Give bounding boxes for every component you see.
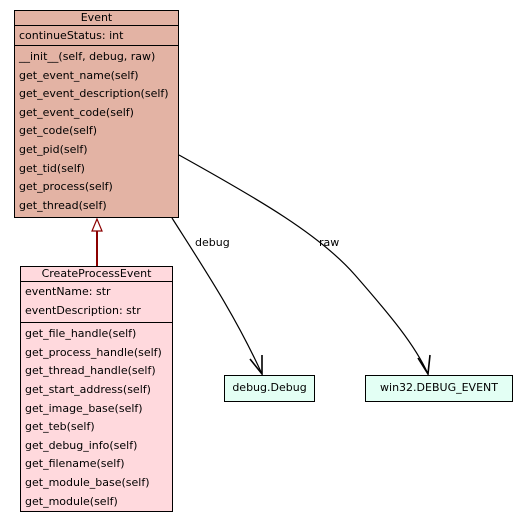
method-row: get_teb(self) (25, 420, 95, 434)
method-row: get_code(self) (19, 124, 98, 138)
method-row: get_thread(self) (19, 198, 107, 212)
event-attributes: continueStatus: int (15, 26, 178, 46)
raw-association-arrowhead (417, 354, 431, 377)
method-row: __init__(self, debug, raw) (19, 50, 156, 63)
method-row: get_filename(self) (25, 457, 125, 471)
debug-association-line (171, 217, 263, 375)
create-process-event-methods: get_file_handle(self) get_process_handle… (21, 323, 172, 512)
method-row: get_pid(self) (19, 142, 88, 156)
method-row: get_start_address(self) (25, 382, 151, 396)
method-row: get_tid(self) (19, 161, 85, 175)
create-process-event-class-box[interactable]: CreateProcessEvent eventName: str eventD… (20, 266, 173, 512)
create-process-event-attributes: eventName: str eventDescription: str (21, 282, 172, 324)
event-class-box[interactable]: Event continueStatus: int __init__(self,… (14, 10, 179, 218)
method-row: get_event_code(self) (19, 105, 134, 119)
method-row: get_event_description(self) (19, 87, 169, 101)
method-row: get_process(self) (19, 180, 113, 194)
win32-debug-event-node[interactable]: win32.DEBUG_EVENT (365, 375, 513, 402)
raw-edge-label: raw (319, 236, 340, 249)
method-row: get_image_base(self) (25, 401, 143, 415)
event-methods: __init__(self, debug, raw) get_event_nam… (15, 46, 178, 216)
inheritance-arrowhead (91, 217, 103, 232)
method-row: get_debug_info(self) (25, 438, 138, 452)
method-row: get_file_handle(self) (25, 327, 137, 341)
attribute-row: continueStatus: int (19, 29, 124, 42)
debug-association-arrowhead (249, 355, 263, 377)
attribute-row: eventName: str (25, 285, 111, 298)
method-row: get_module_base(self) (25, 475, 150, 489)
create-process-event-class-name: CreateProcessEvent (21, 267, 172, 282)
method-row: get_module(self) (25, 494, 118, 508)
debug-debug-node[interactable]: debug.Debug (224, 375, 315, 402)
raw-association-line (178, 154, 429, 375)
event-class-name: Event (15, 11, 178, 26)
method-row: get_thread_handle(self) (25, 364, 156, 378)
debug-edge-label: debug (195, 236, 230, 249)
method-row: get_event_name(self) (19, 68, 139, 82)
attribute-row: eventDescription: str (25, 303, 141, 317)
method-row: get_process_handle(self) (25, 345, 162, 359)
